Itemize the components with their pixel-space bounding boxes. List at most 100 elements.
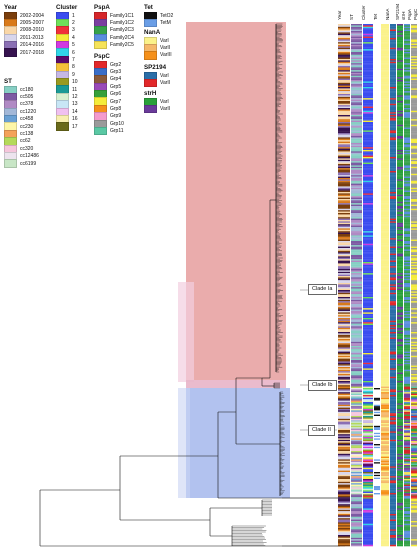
heatmap-cell: [381, 89, 389, 92]
heatmap-cell: [381, 445, 389, 447]
heatmap-cell: [363, 470, 373, 473]
heatmap-cell: [381, 382, 389, 384]
heatmap-cell: [338, 25, 350, 27]
heatmap-cell: [351, 421, 362, 424]
heatmap-cell: [411, 423, 417, 425]
heatmap-cell: [397, 514, 403, 516]
heatmap-cell: [374, 68, 380, 71]
heatmap-cell: [374, 458, 380, 460]
heatmap-cell: [381, 52, 389, 54]
heatmap-cell: [411, 364, 417, 366]
heatmap-cell: [374, 365, 380, 368]
heatmap-cell: [374, 85, 380, 88]
heatmap-cell: [351, 176, 362, 179]
heatmap-cell: [381, 378, 389, 380]
heatmap-cell: [351, 411, 362, 414]
heatmap-cell: [351, 424, 362, 426]
heatmap-cell: [374, 180, 380, 183]
heatmap-cell: [411, 260, 417, 263]
heatmap-cell: [374, 469, 380, 471]
heatmap-cell: [363, 46, 373, 48]
heatmap-cell: [374, 242, 380, 244]
heatmap-cell: [411, 154, 417, 156]
heatmap-cell: [411, 465, 417, 467]
heatmap-cell: [404, 67, 410, 69]
heatmap-cell: [338, 379, 350, 382]
heatmap-cell: [363, 483, 373, 485]
heatmap-cell: [363, 382, 373, 384]
heatmap-cell: [390, 199, 396, 201]
heatmap-cell: [411, 92, 417, 95]
heatmap-cell: [390, 512, 396, 515]
heatmap-cell: [363, 498, 373, 501]
heatmap-cell: [381, 542, 389, 544]
heatmap-cell: [381, 225, 389, 228]
heatmap-cell: [381, 460, 389, 463]
heatmap-cell: [397, 456, 403, 459]
heatmap-cell: [390, 169, 396, 172]
heatmap-cell: [374, 396, 380, 398]
heatmap-cell: [338, 420, 350, 422]
heatmap-cell: [404, 193, 410, 195]
heatmap-cell: [374, 364, 380, 366]
heatmap-cell: [411, 361, 417, 363]
heatmap-cell: [397, 138, 403, 141]
heatmap-cell: [338, 486, 350, 488]
heatmap-cell: [381, 77, 389, 79]
heatmap-cell: [363, 354, 373, 356]
heatmap-cell: [374, 420, 380, 422]
heatmap-cell: [397, 364, 403, 366]
heatmap-cell: [390, 529, 396, 531]
heatmap-cell: [363, 432, 373, 435]
heatmap-cell: [338, 241, 350, 243]
heatmap-cell: [411, 357, 417, 359]
heatmap-cell: [390, 379, 396, 382]
heatmap-cell: [390, 32, 396, 34]
heatmap-cell: [363, 87, 373, 89]
legend-title: strH: [144, 90, 157, 97]
heatmap-cell: [374, 99, 380, 102]
heatmap-cell: [338, 397, 350, 400]
heatmap-cell: [363, 526, 373, 529]
heatmap-cell: [404, 277, 410, 279]
heatmap-cell: [363, 161, 373, 163]
heatmap-cell: [381, 208, 389, 211]
heatmap-cell: [338, 375, 350, 377]
heatmap-cell: [351, 402, 362, 404]
heatmap-cell: [338, 234, 350, 236]
heatmap-cell: [363, 367, 373, 369]
heatmap-cell: [397, 521, 403, 523]
heatmap-cell: [381, 134, 389, 137]
legend-label: Family1C2: [110, 20, 134, 27]
heatmap-cell: [363, 201, 373, 204]
legend-label: cc230: [20, 123, 34, 130]
heatmap-cell: [411, 309, 417, 312]
heatmap-cell: [397, 535, 403, 537]
legend-title: SP2194: [144, 64, 167, 71]
heatmap-cell: [351, 522, 362, 524]
heatmap-cell: [404, 227, 410, 229]
heatmap-cell: [381, 126, 389, 128]
heatmap-cell: [351, 78, 362, 81]
heatmap-cell: [404, 456, 410, 459]
heatmap-cell: [397, 189, 403, 191]
heatmap-cell: [397, 410, 403, 412]
heatmap-cell: [390, 469, 396, 471]
heatmap-cell: [390, 179, 396, 181]
heatmap-cell: [381, 180, 389, 183]
heatmap-cell: [363, 154, 373, 156]
heatmap-cell: [397, 169, 403, 172]
heatmap-cell: [381, 299, 389, 302]
heatmap-cell: [404, 508, 410, 510]
heatmap-cell: [411, 190, 417, 193]
heatmap-cell: [374, 264, 380, 267]
heatmap-cell: [363, 540, 373, 543]
heatmap-cell: [381, 193, 389, 195]
heatmap-cell: [381, 182, 389, 184]
heatmap-cell: [390, 204, 396, 207]
heatmap-cell: [411, 523, 417, 526]
heatmap-cell: [390, 522, 396, 524]
heatmap-cell: [397, 185, 403, 187]
heatmap-cell: [397, 175, 403, 177]
heatmap-cell: [390, 435, 396, 438]
